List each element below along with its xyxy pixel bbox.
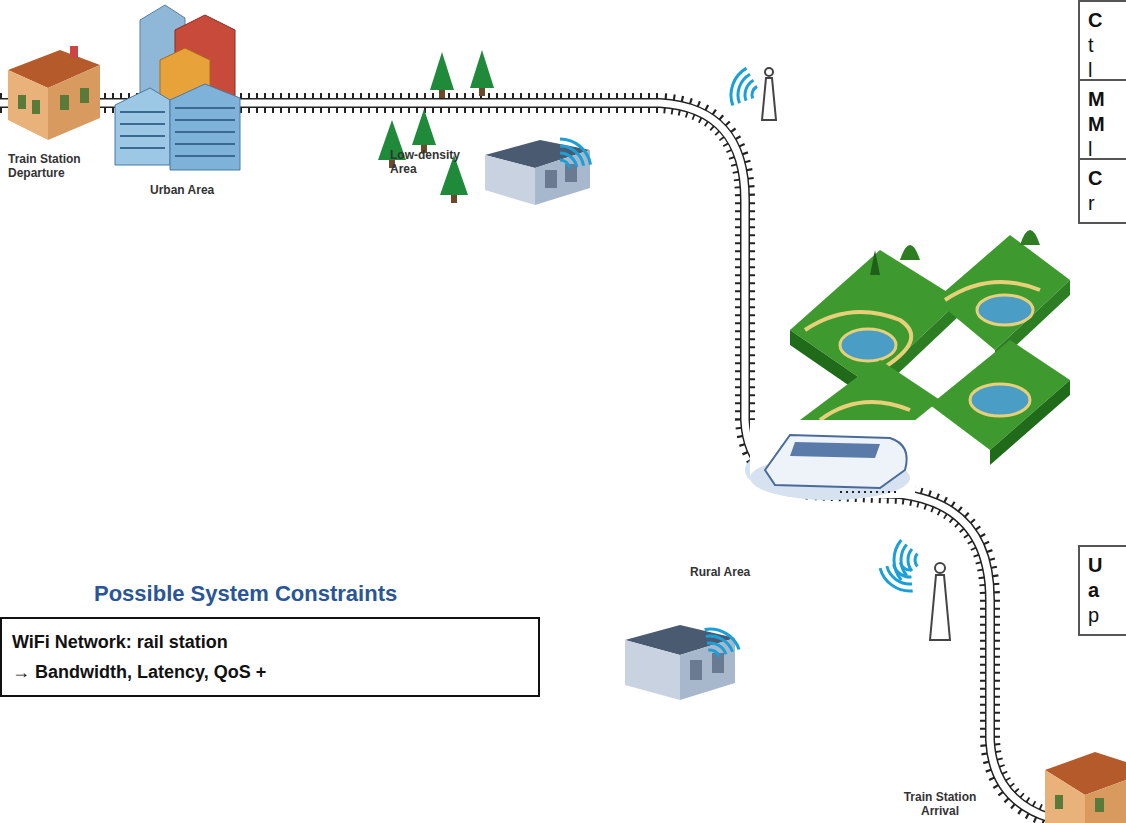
train — [745, 420, 915, 500]
wave-arc — [880, 568, 913, 591]
rural-building — [625, 625, 735, 700]
box-text: M — [1088, 87, 1126, 112]
info-box: Ctl — [1078, 0, 1126, 91]
area-label: Low-density Area — [390, 148, 470, 176]
wave-arc — [894, 564, 912, 577]
wireless-waves — [560, 68, 917, 656]
low-density-building — [485, 140, 590, 205]
departure-station — [8, 46, 100, 140]
box-text: t — [1088, 33, 1126, 58]
arrival-station — [1045, 752, 1126, 823]
antenna-towers — [762, 68, 950, 640]
area-label: Train Station Arrival — [900, 790, 980, 818]
wave-arc — [560, 153, 577, 167]
box-text: a — [1088, 578, 1126, 603]
wave-arc — [887, 566, 912, 584]
box-text: C — [1088, 166, 1126, 191]
wave-arc — [901, 545, 907, 576]
wave-arc — [708, 650, 719, 657]
box-text: C — [1088, 8, 1126, 33]
wave-arc — [707, 643, 726, 654]
wave-arc — [915, 554, 917, 567]
info-box: Cr — [1078, 158, 1126, 224]
wave-arc — [900, 563, 911, 570]
constraint-line: → Bandwidth, Latency, QoS + — [12, 657, 528, 687]
wave-arc — [752, 86, 757, 98]
section-heading: Possible System Constraints — [94, 579, 397, 609]
box-text: M — [1088, 112, 1126, 137]
box-text: r — [1088, 191, 1126, 216]
area-label: Train Station Departure — [8, 152, 98, 180]
info-box: Uap — [1078, 545, 1126, 636]
wave-arc — [706, 636, 733, 652]
constraints-box: Possible System ConstraintsWiFi Network:… — [0, 617, 540, 697]
wave-arc — [560, 160, 570, 168]
area-label: Rural Area — [690, 565, 760, 579]
urban-buildings — [115, 5, 240, 170]
wave-arc — [560, 139, 591, 165]
railway-track — [0, 103, 1050, 818]
wave-arc — [560, 146, 584, 166]
wave-arc — [705, 629, 740, 649]
constraint-line: WiFi Network: rail station — [12, 627, 528, 657]
wave-arc — [745, 80, 754, 101]
wave-arc — [738, 74, 750, 103]
wave-arc — [908, 549, 912, 571]
box-text: U — [1088, 553, 1126, 578]
info-box: MMl — [1078, 79, 1126, 170]
wave-arc — [731, 68, 747, 105]
box-text: p — [1088, 603, 1126, 628]
area-label: Urban Area — [150, 183, 240, 197]
trees — [378, 50, 494, 203]
